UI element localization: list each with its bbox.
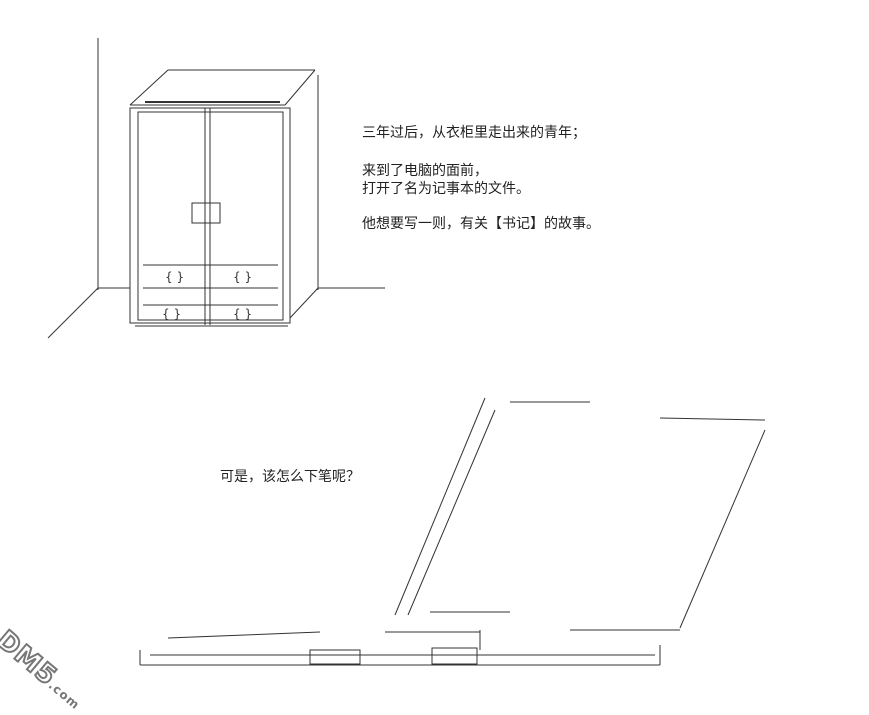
svg-text:{ }: { } [165, 270, 184, 284]
narration-line-2: 来到了电脑的面前， [362, 163, 488, 179]
svg-text:{ }: { } [233, 270, 252, 284]
narration-line-4: 他想要写一则，有关【书记】的故事。 [362, 216, 600, 232]
wardrobe-drawing: { } { } { } { } [47, 38, 385, 339]
laptop-drawing [139, 397, 766, 666]
svg-text:{ }: { } [233, 307, 252, 321]
narration-line-3: 打开了名为记事本的文件。 [362, 181, 530, 197]
svg-text:{ }: { } [162, 307, 181, 321]
narration-question: 可是，该怎么下笔呢？ [220, 469, 360, 485]
narration-line-1: 三年过后，从衣柜里走出来的青年； [362, 125, 586, 141]
